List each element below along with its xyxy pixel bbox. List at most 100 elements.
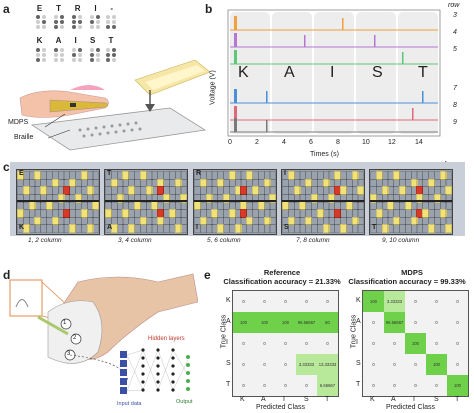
x-tick: 4 xyxy=(282,139,286,146)
sensor-cell xyxy=(328,193,336,203)
hand-device-illustration xyxy=(19,60,210,151)
sensor-cell xyxy=(404,171,412,180)
column-caption: 7, 8 column xyxy=(296,237,330,244)
strip-bottom-letter: A xyxy=(107,224,113,231)
matrix-cell: 0 xyxy=(233,291,254,312)
sensor-cell xyxy=(223,178,230,188)
matrix-cell: 0 xyxy=(447,333,468,354)
sensor-cell xyxy=(80,178,88,188)
sensor-cell xyxy=(34,171,42,180)
sensor-cell xyxy=(174,186,182,195)
sensor-cell xyxy=(211,171,219,180)
braille-label: Braille xyxy=(14,134,34,141)
matrix-cell: 0 xyxy=(447,312,468,333)
sensor-cell xyxy=(168,171,176,180)
sensor-cell xyxy=(246,171,254,180)
x-tick: 8 xyxy=(336,139,340,146)
sensor-cell xyxy=(57,193,65,203)
sensor-cell xyxy=(351,178,359,188)
panel-e-label: e xyxy=(204,268,211,282)
mdps-ytick: A xyxy=(356,318,361,325)
sensor-cell xyxy=(257,224,265,233)
braille-letter: - xyxy=(110,4,114,13)
matrix-cell: 0 xyxy=(233,375,254,396)
voltage-axis-label: Voltage (V) xyxy=(209,70,217,105)
braille-letter: I xyxy=(74,36,77,45)
sensor-cell xyxy=(63,171,71,180)
ref-xtick: A xyxy=(261,396,266,403)
sensor-cell xyxy=(393,193,401,203)
sensor-cell xyxy=(299,186,307,195)
sensor-cell xyxy=(139,193,147,203)
sensor-cell xyxy=(257,186,265,195)
sensor-cell xyxy=(282,209,289,218)
sensor-cell xyxy=(22,224,30,233)
sensor-cell xyxy=(393,171,401,180)
sensor-cell xyxy=(194,224,201,233)
sensor-cell xyxy=(340,209,347,218)
sensor-cell xyxy=(63,186,71,195)
sensor-cell xyxy=(428,209,435,218)
sensor-cell xyxy=(393,216,401,226)
row-label: 3 xyxy=(453,12,457,19)
matrix-cell: 100 xyxy=(275,312,296,333)
sensor-cell xyxy=(86,171,94,180)
sensor-cell xyxy=(194,209,201,218)
sensor-cell xyxy=(80,193,88,203)
voltage-step xyxy=(234,33,237,47)
sensor-cell xyxy=(168,216,176,226)
sensor-cell xyxy=(252,186,259,195)
sensor-cell xyxy=(422,209,430,218)
voltage-step xyxy=(234,89,237,103)
sensor-cell xyxy=(63,216,71,226)
sensor-cell xyxy=(316,186,324,195)
sensor-cell xyxy=(287,216,295,226)
sensor-cell xyxy=(40,224,48,233)
sensor-cell xyxy=(105,171,112,180)
sensor-cell xyxy=(351,216,359,226)
sensor-cell xyxy=(422,193,430,203)
sensor-cell xyxy=(311,193,318,203)
sensor-cell xyxy=(234,224,242,233)
sensor-cell xyxy=(34,216,42,226)
sensor-cell xyxy=(22,171,30,180)
sensor-cell xyxy=(110,186,118,195)
braille-letter: R xyxy=(74,4,81,13)
sensor-cell xyxy=(128,209,136,218)
sensor-grid-strip: T xyxy=(369,169,453,235)
sensor-cell xyxy=(345,209,353,218)
sensor-cell xyxy=(180,178,187,188)
sensor-cell xyxy=(17,193,24,203)
sensor-cell xyxy=(439,171,447,180)
matrix-cell: 0 xyxy=(233,333,254,354)
sensor-cell xyxy=(410,224,418,233)
ref-xtick: K xyxy=(240,396,245,403)
sensor-cell xyxy=(57,171,65,180)
sensor-cell xyxy=(180,193,187,203)
sensor-cell xyxy=(105,209,112,218)
sensor-cell xyxy=(263,216,271,226)
ref-ytick: T xyxy=(226,381,231,388)
sensor-cell xyxy=(246,178,254,188)
sensor-cell xyxy=(334,193,342,203)
matrix-cell: 0 xyxy=(384,354,405,375)
sensor-cell xyxy=(416,193,424,203)
row-label: 9 xyxy=(453,119,457,126)
sensor-cell xyxy=(370,193,377,203)
sensor-cell xyxy=(223,216,230,226)
mdps-xtick: K xyxy=(370,396,375,403)
sensor-cell xyxy=(269,171,276,180)
sensor-cell xyxy=(28,224,36,233)
sensor-cell xyxy=(375,178,383,188)
braille-letter: I xyxy=(94,4,97,13)
mdps-xtick: T xyxy=(455,396,460,403)
matrix-cell: 100 xyxy=(254,312,275,333)
matrix-cell: 3.33333 xyxy=(296,354,317,375)
sensor-cell xyxy=(122,193,130,203)
strip-divider xyxy=(282,200,364,202)
sensor-cell xyxy=(92,171,99,180)
sensor-cell xyxy=(316,171,324,180)
sensor-cell xyxy=(17,216,24,226)
